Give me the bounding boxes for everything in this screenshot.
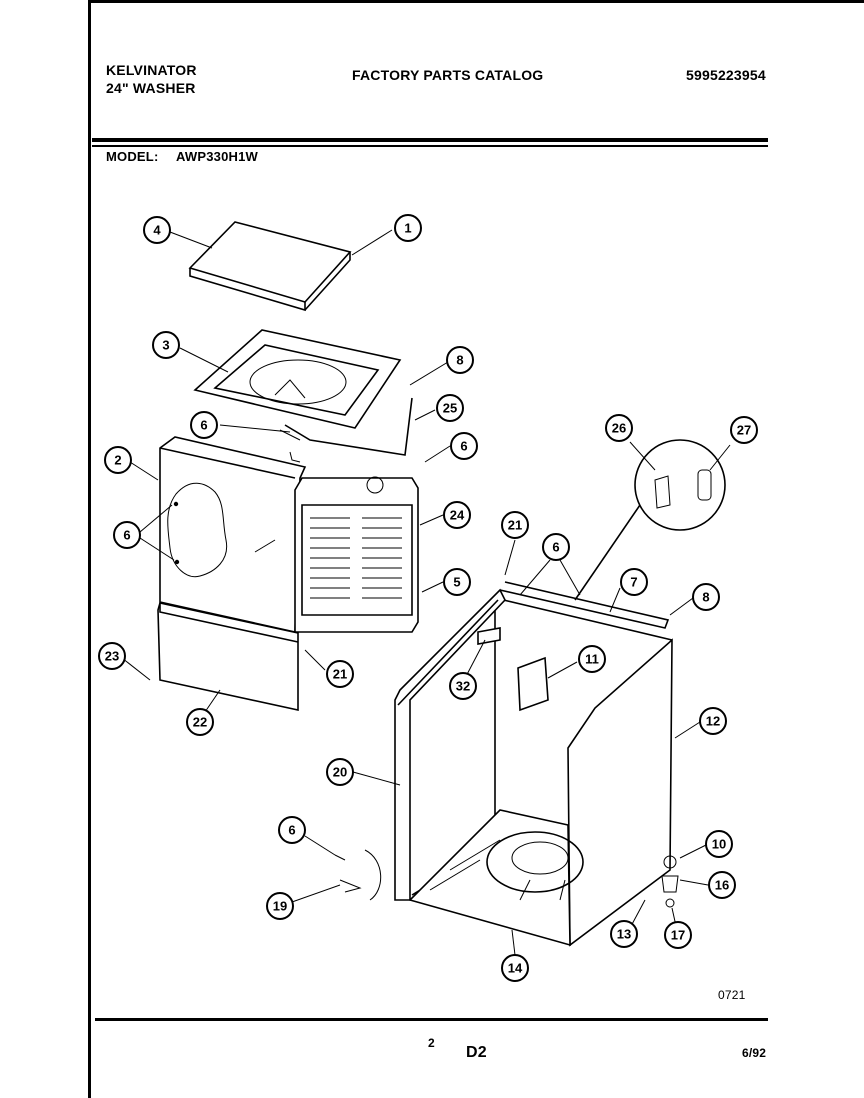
part-lid (188, 221, 352, 312)
callout-1: 1 (394, 214, 422, 242)
callout-21-a: 21 (326, 660, 354, 688)
callout-10: 10 (705, 830, 733, 858)
callout-27: 27 (730, 416, 758, 444)
callout-26: 26 (605, 414, 633, 442)
callout-8-top: 8 (446, 346, 474, 374)
part-front-panel (159, 436, 307, 633)
svg-text:21: 21 (333, 667, 347, 682)
callout-17: 17 (664, 921, 692, 949)
section-code: D2 (466, 1044, 487, 1061)
page-number: 2 (428, 1036, 435, 1050)
svg-text:1: 1 (404, 221, 411, 236)
callout-21-b: 21 (501, 511, 529, 539)
callout-6-e: 6 (278, 816, 306, 844)
callout-3: 3 (152, 331, 180, 359)
svg-text:22: 22 (193, 715, 207, 730)
svg-text:27: 27 (737, 423, 751, 438)
svg-text:20: 20 (333, 765, 347, 780)
svg-text:2: 2 (114, 453, 121, 468)
svg-text:23: 23 (105, 649, 119, 664)
svg-text:6: 6 (200, 418, 207, 433)
callout-14: 14 (501, 954, 529, 982)
callout-7: 7 (620, 568, 648, 596)
callout-6-b: 6 (450, 432, 478, 460)
header-rule-thin (92, 145, 768, 147)
callout-4: 4 (143, 216, 171, 244)
callout-2: 2 (104, 446, 132, 474)
svg-text:14: 14 (508, 961, 523, 976)
catalog-title: FACTORY PARTS CATALOG (352, 67, 544, 83)
svg-text:32: 32 (456, 679, 470, 694)
figure-code: 0721 (718, 988, 746, 1002)
callout-25: 25 (436, 394, 464, 422)
svg-text:8: 8 (702, 590, 709, 605)
part-lower-panel (157, 602, 299, 711)
svg-text:16: 16 (715, 878, 729, 893)
model-label: MODEL: (106, 149, 159, 164)
callout-6-d: 6 (542, 533, 570, 561)
svg-text:11: 11 (585, 652, 599, 667)
svg-text:8: 8 (456, 353, 463, 368)
callout-6-c: 6 (113, 521, 141, 549)
svg-text:4: 4 (153, 223, 161, 238)
callout-19: 19 (266, 892, 294, 920)
svg-text:6: 6 (460, 439, 467, 454)
callout-32: 32 (449, 672, 477, 700)
svg-text:6: 6 (552, 540, 559, 555)
svg-text:19: 19 (273, 899, 287, 914)
callout-24: 24 (443, 501, 471, 529)
callout-22: 22 (186, 708, 214, 736)
callout-5: 5 (443, 568, 471, 596)
svg-text:24: 24 (450, 508, 465, 523)
part-top-frame (193, 329, 402, 429)
svg-text:3: 3 (162, 338, 169, 353)
part-hardware (334, 849, 679, 908)
callout-23: 23 (98, 642, 126, 670)
catalog-number: 5995223954 (686, 67, 766, 83)
part-vent-panel (294, 476, 419, 633)
product-name: 24" WASHER (106, 80, 196, 96)
svg-text:13: 13 (617, 927, 631, 942)
callout-6-a: 6 (190, 411, 218, 439)
callout-13: 13 (610, 920, 638, 948)
header-rule-thick (92, 138, 768, 142)
footer-rule (95, 1018, 768, 1021)
svg-text:10: 10 (712, 837, 726, 852)
part-detail-bubble (574, 439, 726, 601)
part-cabinet (394, 581, 673, 947)
svg-text:6: 6 (288, 823, 295, 838)
callout-11: 11 (578, 645, 606, 673)
svg-text:12: 12 (706, 714, 720, 729)
callout-20: 20 (326, 758, 354, 786)
leader-lines (121, 229, 731, 956)
svg-text:6: 6 (123, 528, 130, 543)
callout-12: 12 (699, 707, 727, 735)
svg-text:25: 25 (443, 401, 457, 416)
svg-text:17: 17 (671, 928, 685, 943)
brand-name: KELVINATOR (106, 62, 197, 78)
callout-8-right: 8 (692, 583, 720, 611)
page-frame (88, 0, 864, 1098)
svg-text:7: 7 (630, 575, 637, 590)
callout-16: 16 (708, 871, 736, 899)
model-number: AWP330H1W (176, 149, 258, 164)
svg-text:5: 5 (453, 575, 460, 590)
svg-text:21: 21 (508, 518, 522, 533)
svg-text:26: 26 (612, 421, 626, 436)
footer-date: 6/92 (742, 1046, 767, 1060)
